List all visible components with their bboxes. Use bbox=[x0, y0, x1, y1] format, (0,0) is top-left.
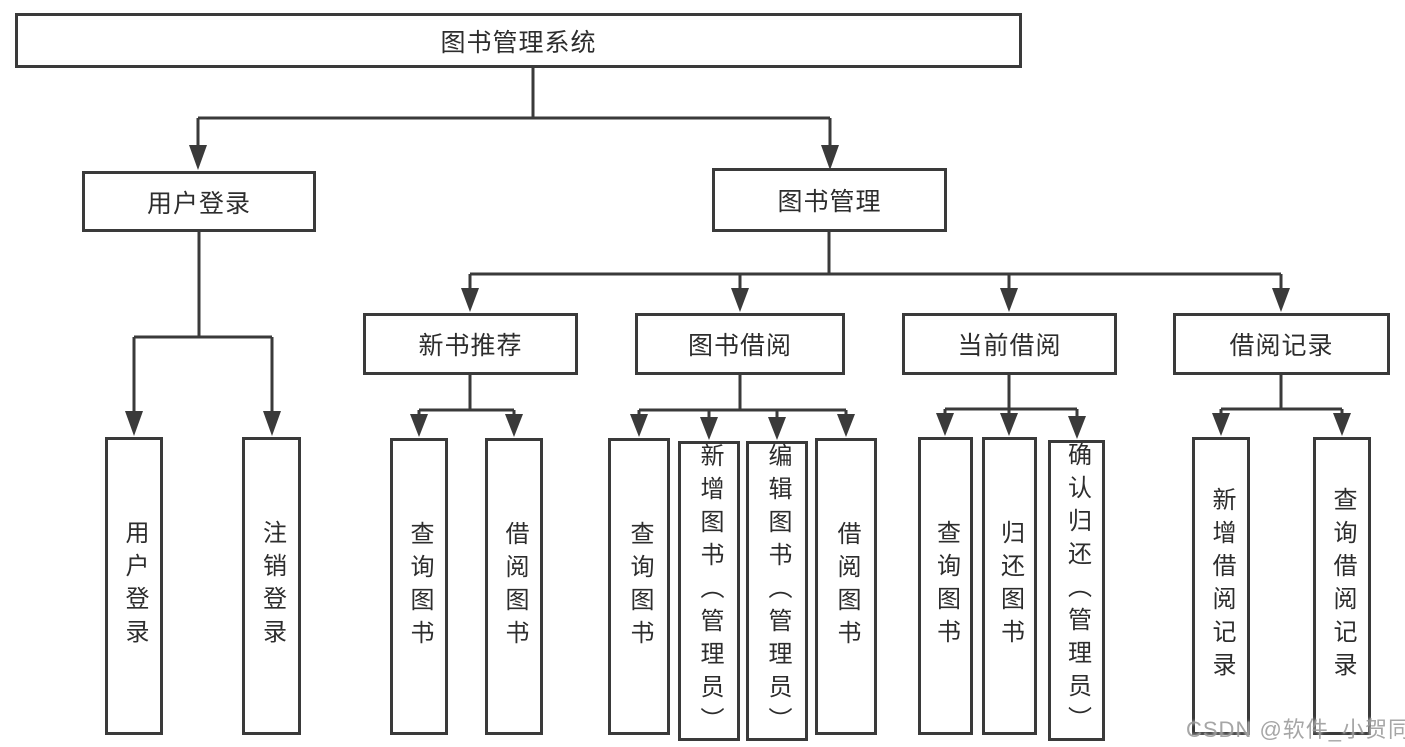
leaf-add-books-admin: 新增图书（管理员） bbox=[678, 441, 740, 741]
leaf-user-login: 用户登录 bbox=[105, 437, 163, 735]
leaf-add-borrow-record: 新增借阅记录 bbox=[1192, 437, 1250, 735]
arrowheads bbox=[125, 145, 1351, 440]
node-book-management: 图书管理 bbox=[712, 168, 947, 232]
node-library-system: 图书管理系统 bbox=[15, 13, 1022, 68]
leaf-confirm-return-admin: 确认归还（管理员） bbox=[1048, 440, 1105, 741]
leaf-borrow-books: 借阅图书 bbox=[815, 438, 877, 735]
leaf-edit-books-admin: 编辑图书（管理员） bbox=[746, 441, 808, 741]
node-user-login: 用户登录 bbox=[82, 171, 316, 232]
node-current-borrow: 当前借阅 bbox=[902, 313, 1117, 375]
node-book-borrow: 图书借阅 bbox=[635, 313, 845, 375]
leaf-return-books: 归还图书 bbox=[982, 437, 1037, 735]
leaf-query-books-current: 查询图书 bbox=[918, 437, 973, 735]
node-borrow-records: 借阅记录 bbox=[1173, 313, 1390, 375]
node-new-book-recommend: 新书推荐 bbox=[363, 313, 578, 375]
leaf-query-borrow-record: 查询借阅记录 bbox=[1313, 437, 1371, 735]
leaf-query-books-recommend: 查询图书 bbox=[390, 438, 448, 735]
leaf-borrow-books-recommend: 借阅图书 bbox=[485, 438, 543, 735]
leaf-query-books-borrow: 查询图书 bbox=[608, 438, 670, 735]
leaf-logout: 注销登录 bbox=[242, 437, 301, 735]
csdn-watermark: CSDN @软件_小贺同学 bbox=[1186, 717, 1405, 742]
